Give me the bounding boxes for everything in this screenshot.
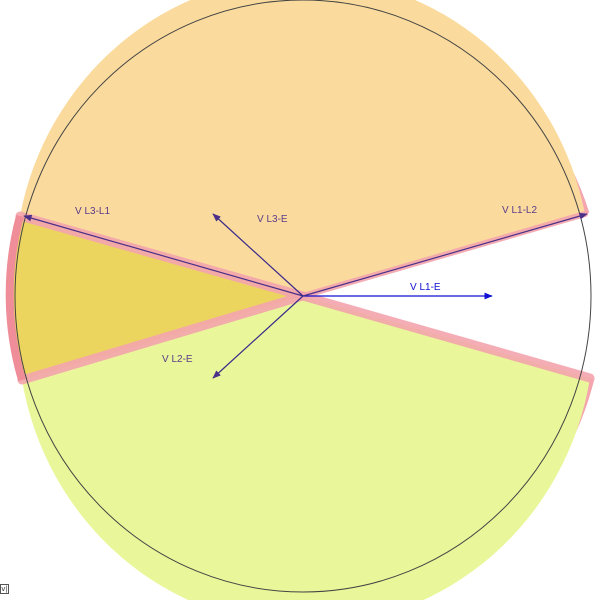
label-vl3-l1: V L3-L1: [75, 206, 110, 217]
boundary-band-right-lower: [298, 291, 595, 383]
vector-vl1-l2: [302, 212, 588, 297]
label-vl3-e: V L3-E: [257, 214, 288, 225]
vector-vl3-l1: [23, 214, 304, 297]
circle-outline: [14, 0, 592, 593]
overlap-sector: [9, 216, 303, 380]
label-vl2-e: V L2-E: [162, 354, 193, 365]
vector-vl2-e: [212, 295, 304, 379]
upper-sector: [20, 0, 585, 296]
label-vl1-l2: V L1-L2: [502, 205, 537, 216]
boundary-band-left-lower: [17, 291, 308, 385]
corner-mark[interactable]: v|: [0, 584, 9, 594]
label-vl1-e: V L1-E: [410, 282, 441, 293]
vector-vl3-e: [212, 213, 304, 297]
boundary-band-left-arc: [5, 214, 26, 382]
lower-sector: [22, 296, 590, 600]
